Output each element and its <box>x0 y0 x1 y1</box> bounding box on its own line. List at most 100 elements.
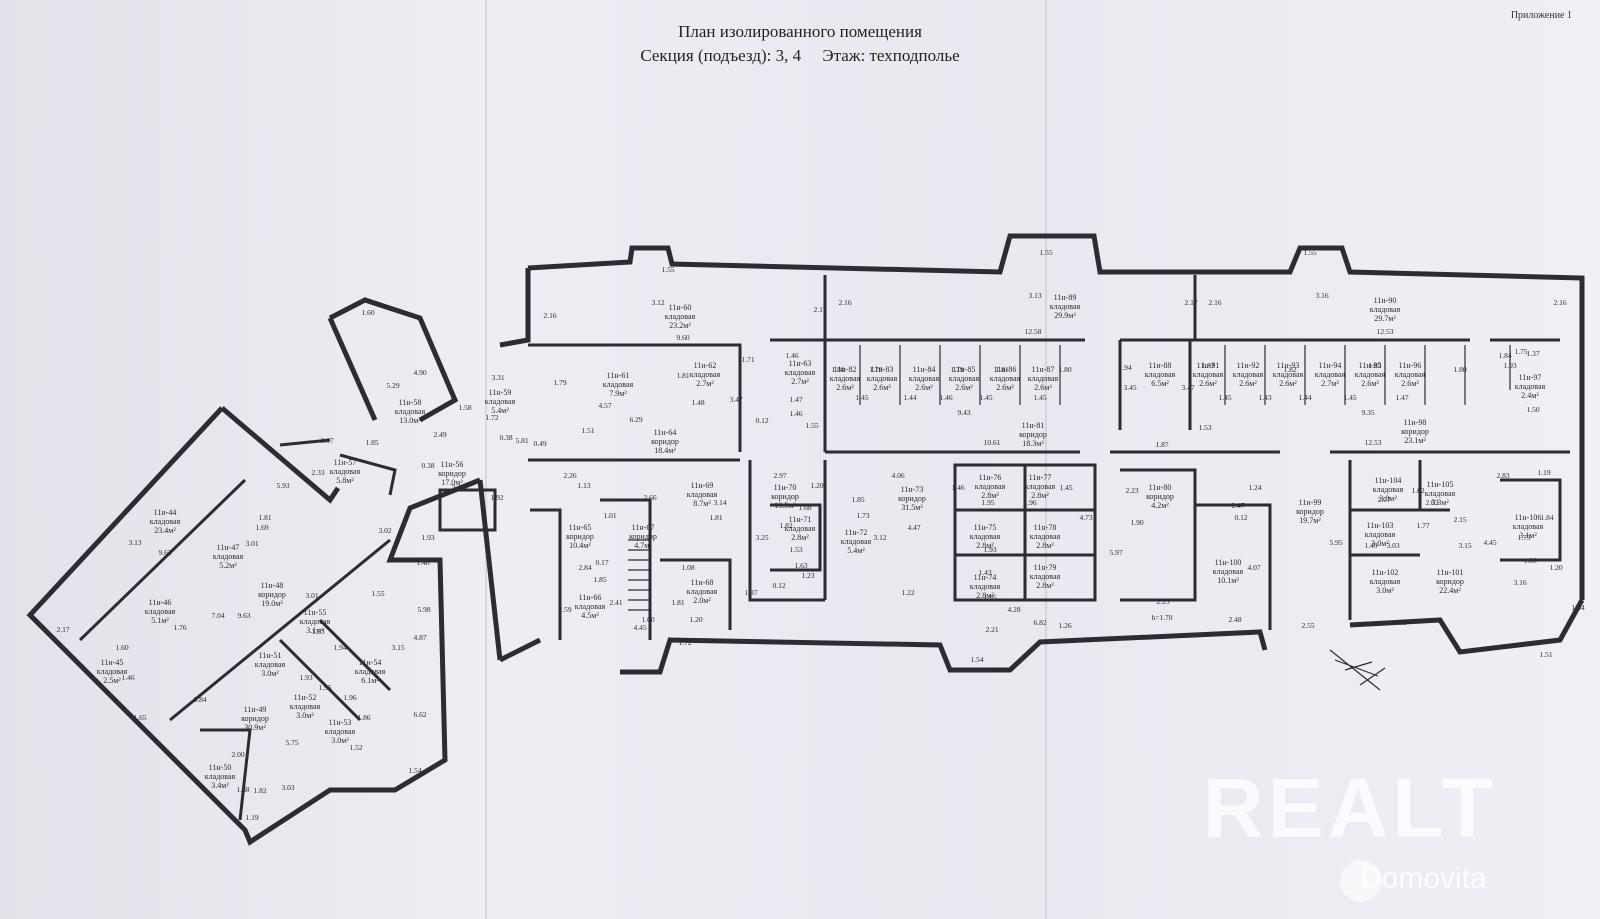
dimension-label: 9.35 <box>1361 408 1374 417</box>
dimension-label: 1.93 <box>421 533 434 542</box>
dimension-label: 12.53 <box>1365 438 1382 447</box>
room-area: 19.0м² <box>261 599 283 608</box>
room-area: 2.4м² <box>1521 391 1539 400</box>
dimension-label: 1.80 <box>1453 365 1466 374</box>
room-name: 11н-89 <box>1054 293 1077 302</box>
room-type: коридор <box>771 492 799 501</box>
room-type: кладовая <box>1233 370 1264 379</box>
dimension-label: 1.96 <box>1023 498 1036 507</box>
dimension-label: 10.61 <box>984 438 1001 447</box>
dimension-label: 5.81 <box>515 436 528 445</box>
room-type: кладовая <box>1515 382 1546 391</box>
dimension-label: 2.17 <box>813 305 826 314</box>
room-type: кладовая <box>1273 370 1304 379</box>
dimension-label: 1.90 <box>1130 518 1143 527</box>
room-name: 11н-57 <box>334 458 357 467</box>
room-name: 11н-62 <box>694 361 717 370</box>
room-type: кладовая <box>949 374 980 383</box>
room-type: кладовая <box>205 772 236 781</box>
dimension-label: 1.22 <box>901 588 914 597</box>
dimension-label: 1.71 <box>741 355 754 364</box>
room-type: кладовая <box>290 702 321 711</box>
dimension-label: 2.66 <box>643 493 656 502</box>
room-area: 3.4м² <box>211 781 229 790</box>
dimension-label: 1.81 <box>676 371 689 380</box>
room-name: 11н-101 <box>1437 568 1464 577</box>
room-type: коридор <box>1146 492 1174 501</box>
dimension-label: 3.13 <box>1028 291 1041 300</box>
room-name: 11н-86 <box>994 365 1017 374</box>
dimension-label: 1.45 <box>1218 393 1231 402</box>
plan-subtitle: Секция (подъезд): 3, 4 Этаж: техподполье <box>640 46 960 65</box>
room-area: 2.6м² <box>1034 383 1052 392</box>
room-type: кладовая <box>970 582 1001 591</box>
room-type: кладовая <box>990 374 1021 383</box>
room-name: 11н-95 <box>1359 361 1382 370</box>
dimension-label: 0.12 <box>755 416 768 425</box>
dimension-label: 3.16 <box>1513 578 1526 587</box>
room-name: 11н-81 <box>1022 421 1045 430</box>
room-type: кладовая <box>1395 370 1426 379</box>
room-area: 2.6м² <box>1239 379 1257 388</box>
room-name: 11н-55 <box>304 608 327 617</box>
dimension-label: 1.58 <box>458 403 471 412</box>
room-area: 2.0м² <box>693 596 711 605</box>
dimension-label: 1.37 <box>1526 349 1539 358</box>
dimension-label: 3.12 <box>873 533 886 542</box>
dimension-label: 3.01 <box>305 591 318 600</box>
room-area: 2.8м² <box>976 591 994 600</box>
room-name: 11н-52 <box>294 693 317 702</box>
room-area: 3.0м² <box>1376 586 1394 595</box>
dimension-label: 3.13 <box>128 538 141 547</box>
dimension-label: 3.47 <box>1181 383 1194 392</box>
room-name: 11н-91 <box>1197 361 1220 370</box>
dimension-label: 1.55 <box>661 265 674 274</box>
room-type: кладовая <box>841 537 872 546</box>
room-area: 2.6м² <box>836 383 854 392</box>
dimension-label: 9.60 <box>676 333 689 342</box>
dimension-label: 1.54 <box>408 766 421 775</box>
room-name: 11н-74 <box>974 573 997 582</box>
dimension-label: 9.63 <box>237 611 250 620</box>
dimension-label: 0.12 <box>1234 513 1247 522</box>
room-name: 11н-67 <box>632 523 655 532</box>
dimension-label: 1.84 <box>1498 351 1511 360</box>
room-type: кладовая <box>1030 532 1061 541</box>
dimension-label: 1.46 <box>939 393 952 402</box>
room-name: 11н-100 <box>1215 558 1242 567</box>
room-name: 11н-85 <box>953 365 976 374</box>
room-name: 11н-50 <box>209 763 232 772</box>
dimension-label: 1.93 <box>983 545 996 554</box>
dimension-label: 1.26 <box>1058 621 1071 630</box>
room-name: 11н-72 <box>845 528 868 537</box>
dimension-label: 1.79 <box>950 365 963 374</box>
dimension-label: 1.55 <box>1303 248 1316 257</box>
room-name: 11н-93 <box>1277 361 1300 370</box>
room-type: кладовая <box>1213 567 1244 576</box>
dimension-label: 1.45 <box>855 393 868 402</box>
dimension-label: 12.58 <box>1025 327 1042 336</box>
room-area: 2.8м² <box>976 541 994 550</box>
dimension-label: 3.31 <box>491 373 504 382</box>
room-type: кладовая <box>255 660 286 669</box>
room-name: 11н-84 <box>913 365 936 374</box>
dimension-label: 1.45 <box>1033 393 1046 402</box>
domovita-watermark: Domovita <box>1360 862 1487 895</box>
room-area: 19.7м² <box>1299 516 1321 525</box>
room-name: 11н-99 <box>1299 498 1322 507</box>
